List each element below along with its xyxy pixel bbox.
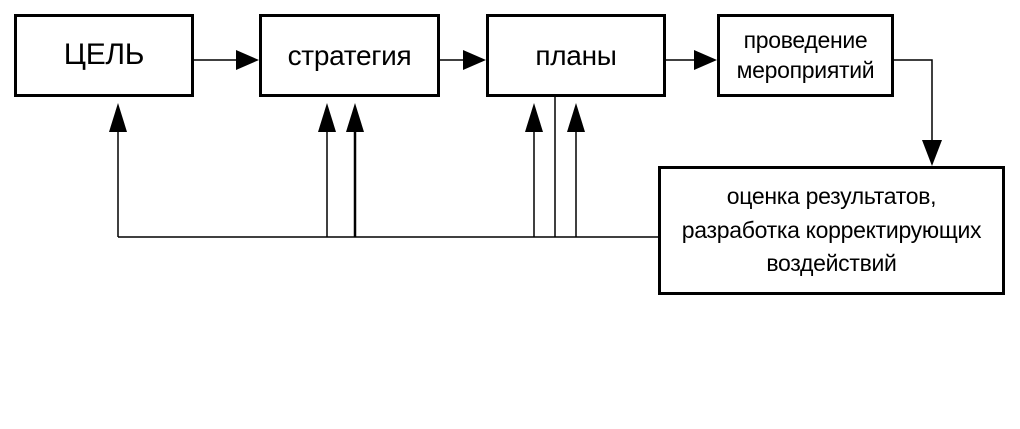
node-evaluation-label: оценка результатов, разработка корректир… [681, 180, 982, 280]
node-evaluation-line-1: оценка результатов, [726, 183, 937, 210]
node-strategy-label: стратегия [287, 39, 412, 71]
arrowhead-to-plans-1 [525, 103, 543, 132]
node-strategy: стратегия [259, 14, 440, 97]
node-activities-line-2: мероприятий [736, 56, 875, 83]
node-plans-label: планы [535, 39, 617, 71]
arrowhead-to-strategy-2 [346, 103, 364, 132]
edge-activities-to-evaluation [894, 59, 933, 140]
arrowhead-to-plans-2 [567, 103, 585, 132]
arrowhead-to-plans [463, 50, 486, 70]
node-plans: планы [486, 14, 666, 97]
node-goal: ЦЕЛЬ [14, 14, 194, 97]
arrowhead-to-activities [694, 50, 717, 70]
arrowhead-to-strategy-1 [318, 103, 336, 132]
node-activities: проведение мероприятий [717, 14, 894, 97]
node-evaluation-line-2: разработка корректирующих [681, 216, 982, 243]
node-activities-label: проведение мероприятий [737, 26, 875, 86]
arrowhead-to-goal [109, 103, 127, 132]
node-evaluation: оценка результатов, разработка корректир… [658, 166, 1005, 295]
arrowhead-to-evaluation [922, 140, 942, 166]
node-activities-line-1: проведение [743, 26, 868, 53]
node-evaluation-line-3: воздействий [766, 250, 897, 277]
node-goal-label: ЦЕЛЬ [63, 38, 145, 72]
arrowhead-to-strategy [236, 50, 259, 70]
